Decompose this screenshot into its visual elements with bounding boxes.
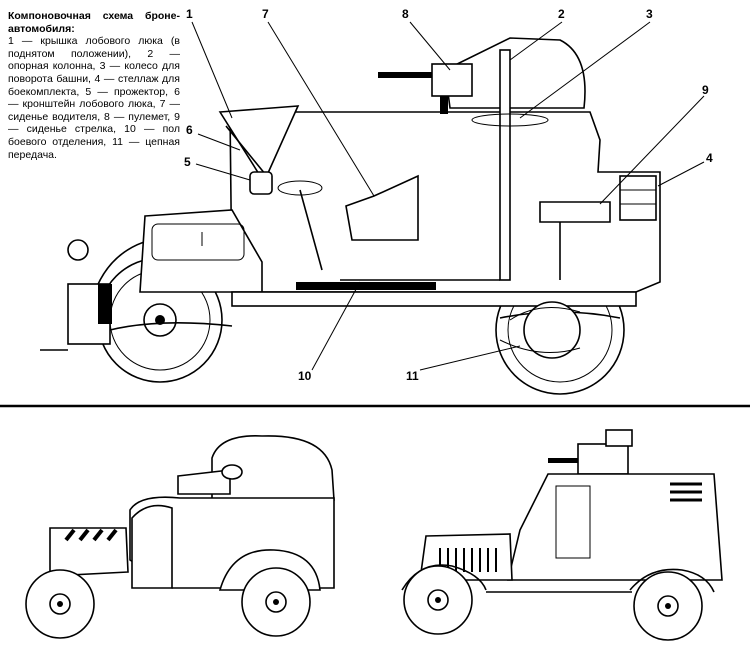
cutaway-side-view: 1 2 3 4 5 6 7 8 9 10 11: [40, 7, 713, 395]
callout-8: 8: [402, 7, 409, 21]
side-door: [555, 485, 591, 559]
machine-gun: [378, 72, 454, 78]
callout-1: 1: [186, 7, 193, 21]
engine-hood: [139, 209, 263, 293]
turret: [444, 37, 586, 109]
gunner-seat: [539, 201, 611, 223]
support-column: [499, 49, 511, 281]
callout-6: 6: [186, 123, 193, 137]
driver-seat: [345, 174, 419, 241]
box-body: [506, 473, 723, 581]
headlight: [67, 239, 89, 261]
legend-text: 1 — крышка лобового люка (в поднятом пол…: [8, 35, 180, 161]
callout-3: 3: [646, 7, 653, 21]
front-three-quarter-view: [25, 435, 335, 639]
callout-11: 11: [406, 369, 419, 383]
searchlight: [249, 171, 273, 195]
callout-9: 9: [702, 83, 709, 97]
front-grille: [49, 527, 129, 577]
legend: Компоновочная схема броне-автомобиля: 1 …: [8, 10, 180, 161]
chassis-frame: [231, 291, 637, 307]
callout-7: 7: [262, 7, 269, 21]
ammo-rack: [619, 175, 657, 221]
callout-5: 5: [184, 155, 191, 169]
callout-10: 10: [298, 369, 312, 383]
legend-title: Компоновочная схема броне-автомобиля:: [8, 10, 180, 35]
side-profile-view: [401, 429, 723, 641]
callout-2: 2: [558, 7, 565, 21]
dome-turret: [211, 435, 335, 501]
callout-4: 4: [706, 151, 713, 165]
side-turret: [577, 443, 629, 475]
traverse-wheel: [471, 113, 549, 127]
